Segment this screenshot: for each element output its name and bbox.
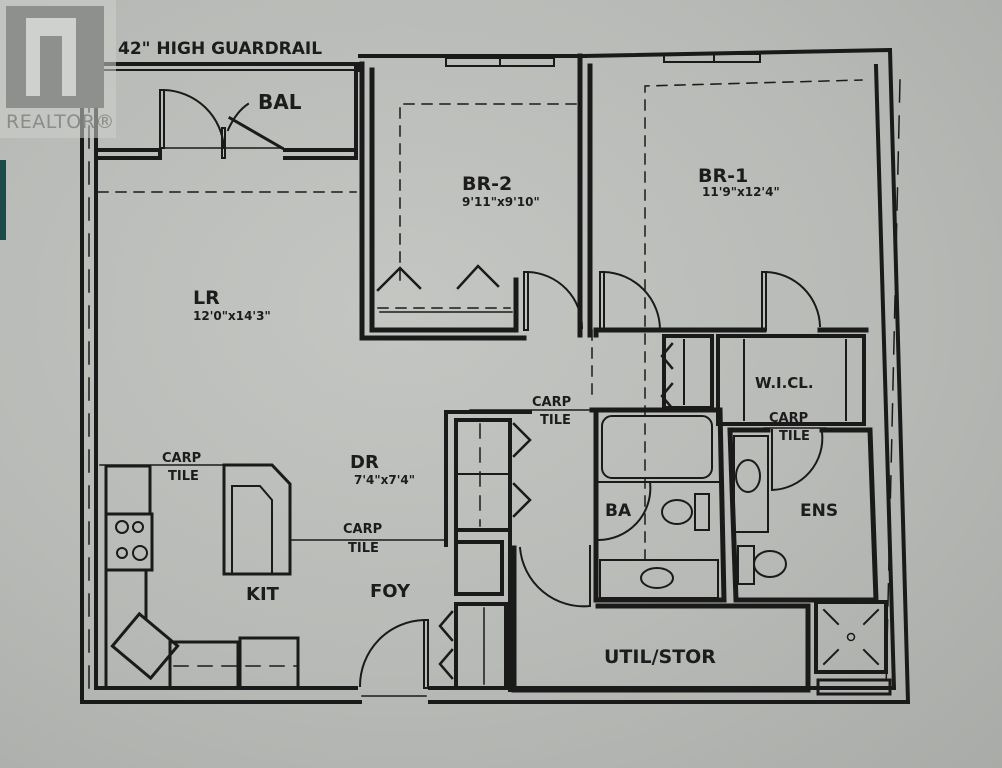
balcony-walls <box>94 62 358 160</box>
kitchen-counters <box>104 463 300 690</box>
br2-closet <box>376 264 513 313</box>
br2-walls <box>359 53 593 341</box>
guardrail-note: 42" HIGH GUARDRAIL <box>118 39 322 59</box>
shower <box>814 600 892 696</box>
br1-doors <box>599 270 822 332</box>
room-label-kitchen: KIT <box>246 584 280 605</box>
room-label-br1: BR-1 <box>698 165 748 187</box>
floor-transition-3-line2: TILE <box>540 413 571 428</box>
floor-transition-1-line1: CARP <box>162 451 201 466</box>
room-size-dining: 7'4"x7'4" <box>354 473 415 487</box>
floor-transition-4-line1: CARP <box>769 411 808 426</box>
realtor-watermark: REALTOR® <box>0 0 116 138</box>
windows <box>445 53 761 67</box>
plan-labels: 42" HIGH GUARDRAIL BAL BR-2 9'11"x9'10" … <box>118 39 838 668</box>
coat-closets <box>438 410 532 692</box>
br1-walls <box>593 327 869 338</box>
interior-dashes <box>88 79 901 691</box>
room-label-br2: BR-2 <box>462 173 512 195</box>
room-size-living: 12'0"x14'3" <box>193 309 271 323</box>
floor-transition-2-line1: CARP <box>343 522 382 537</box>
room-label-utility: UTIL/STOR <box>604 646 716 668</box>
bath-door <box>596 481 652 542</box>
hall-closet-doors <box>660 342 674 410</box>
br2-door <box>523 270 584 331</box>
realtor-brand-text: REALTOR® <box>6 111 115 133</box>
entry-door <box>358 618 429 697</box>
room-label-balcony: BAL <box>258 90 302 114</box>
room-label-dining: DR <box>350 452 379 473</box>
room-label-bath: BA <box>605 501 632 521</box>
room-label-foyer: FOY <box>370 581 411 602</box>
floor-transition-2-line2: TILE <box>348 541 379 556</box>
room-label-wic: W.I.CL. <box>755 374 814 392</box>
room-size-br2: 9'11"x9'10" <box>462 195 540 209</box>
floor-transition-4-line2: TILE <box>779 429 810 444</box>
edge-strip <box>0 160 6 240</box>
room-label-living: LR <box>193 287 220 309</box>
balcony-doors <box>159 88 285 159</box>
utility-walls <box>511 545 811 693</box>
ensuite-door <box>771 429 824 492</box>
realtor-logo-icon <box>6 6 104 108</box>
room-label-ensuite: ENS <box>800 501 838 521</box>
util-door <box>518 545 591 608</box>
room-size-br1: 11'9"x12'4" <box>702 185 780 199</box>
floor-transition-3-line1: CARP <box>532 395 571 410</box>
floor-transition-1-line2: TILE <box>168 469 199 484</box>
dashed-lines <box>97 79 863 561</box>
